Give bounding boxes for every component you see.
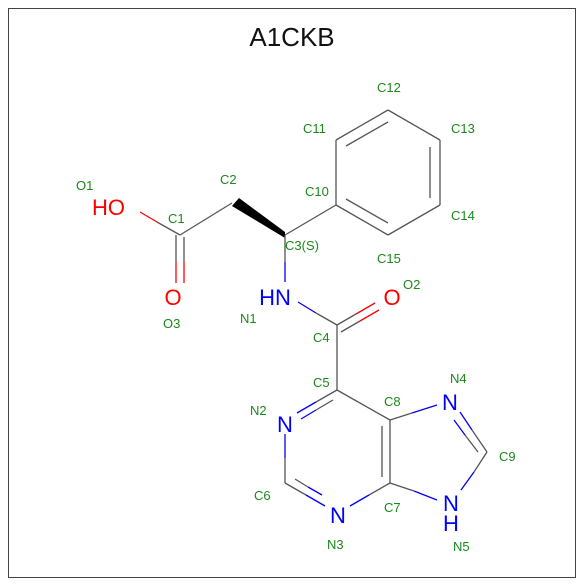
imidazole-ring bbox=[389, 404, 488, 501]
id-c12: C12 bbox=[377, 80, 401, 95]
id-o3: O3 bbox=[163, 316, 180, 331]
atom-n5: N bbox=[443, 491, 459, 516]
id-c8: C8 bbox=[384, 394, 401, 409]
molecule-title: A1CKB bbox=[249, 22, 335, 52]
phenyl-ring bbox=[335, 109, 441, 236]
id-c9: C9 bbox=[499, 449, 516, 464]
atom-nh: HN bbox=[259, 285, 291, 310]
id-c2: C2 bbox=[220, 172, 237, 187]
id-n5: N5 bbox=[453, 539, 470, 554]
id-c14: C14 bbox=[451, 208, 475, 223]
bond-c4-o2 bbox=[336, 313, 357, 326]
id-n1: N1 bbox=[240, 311, 257, 326]
id-c13: C13 bbox=[451, 121, 475, 136]
id-c5: C5 bbox=[313, 375, 330, 390]
atom-ho: HO bbox=[92, 195, 125, 220]
id-c6: C6 bbox=[254, 488, 271, 503]
wedge-bond-c3-c2 bbox=[232, 198, 285, 238]
id-n2: N2 bbox=[250, 403, 267, 418]
atom-o3: O bbox=[164, 285, 181, 310]
id-c7: C7 bbox=[384, 500, 401, 515]
id-c15: C15 bbox=[377, 251, 401, 266]
atom-n5-hydrogen: H bbox=[443, 511, 459, 536]
bond-c1-o1 bbox=[156, 221, 181, 236]
id-c3: C3(S) bbox=[285, 238, 319, 253]
pyrimidine-ring bbox=[284, 389, 391, 507]
atom-n3: N bbox=[330, 503, 346, 528]
id-c10: C10 bbox=[305, 184, 329, 199]
atom-n2: N bbox=[277, 412, 293, 437]
id-n3: N3 bbox=[327, 537, 344, 552]
atom-o2: O bbox=[383, 285, 400, 310]
id-c11: C11 bbox=[303, 121, 326, 136]
atom-n4: N bbox=[442, 390, 458, 415]
bond-c10-c3 bbox=[284, 204, 337, 236]
id-n4: N4 bbox=[450, 371, 467, 386]
id-o2: O2 bbox=[403, 277, 420, 292]
bond-n1-c4 bbox=[297, 301, 317, 314]
bond-c2-c1 bbox=[179, 202, 233, 236]
id-c1: C1 bbox=[168, 211, 185, 226]
diagram-frame bbox=[8, 8, 576, 578]
id-c4: C4 bbox=[313, 330, 330, 345]
id-o1: O1 bbox=[76, 178, 93, 193]
